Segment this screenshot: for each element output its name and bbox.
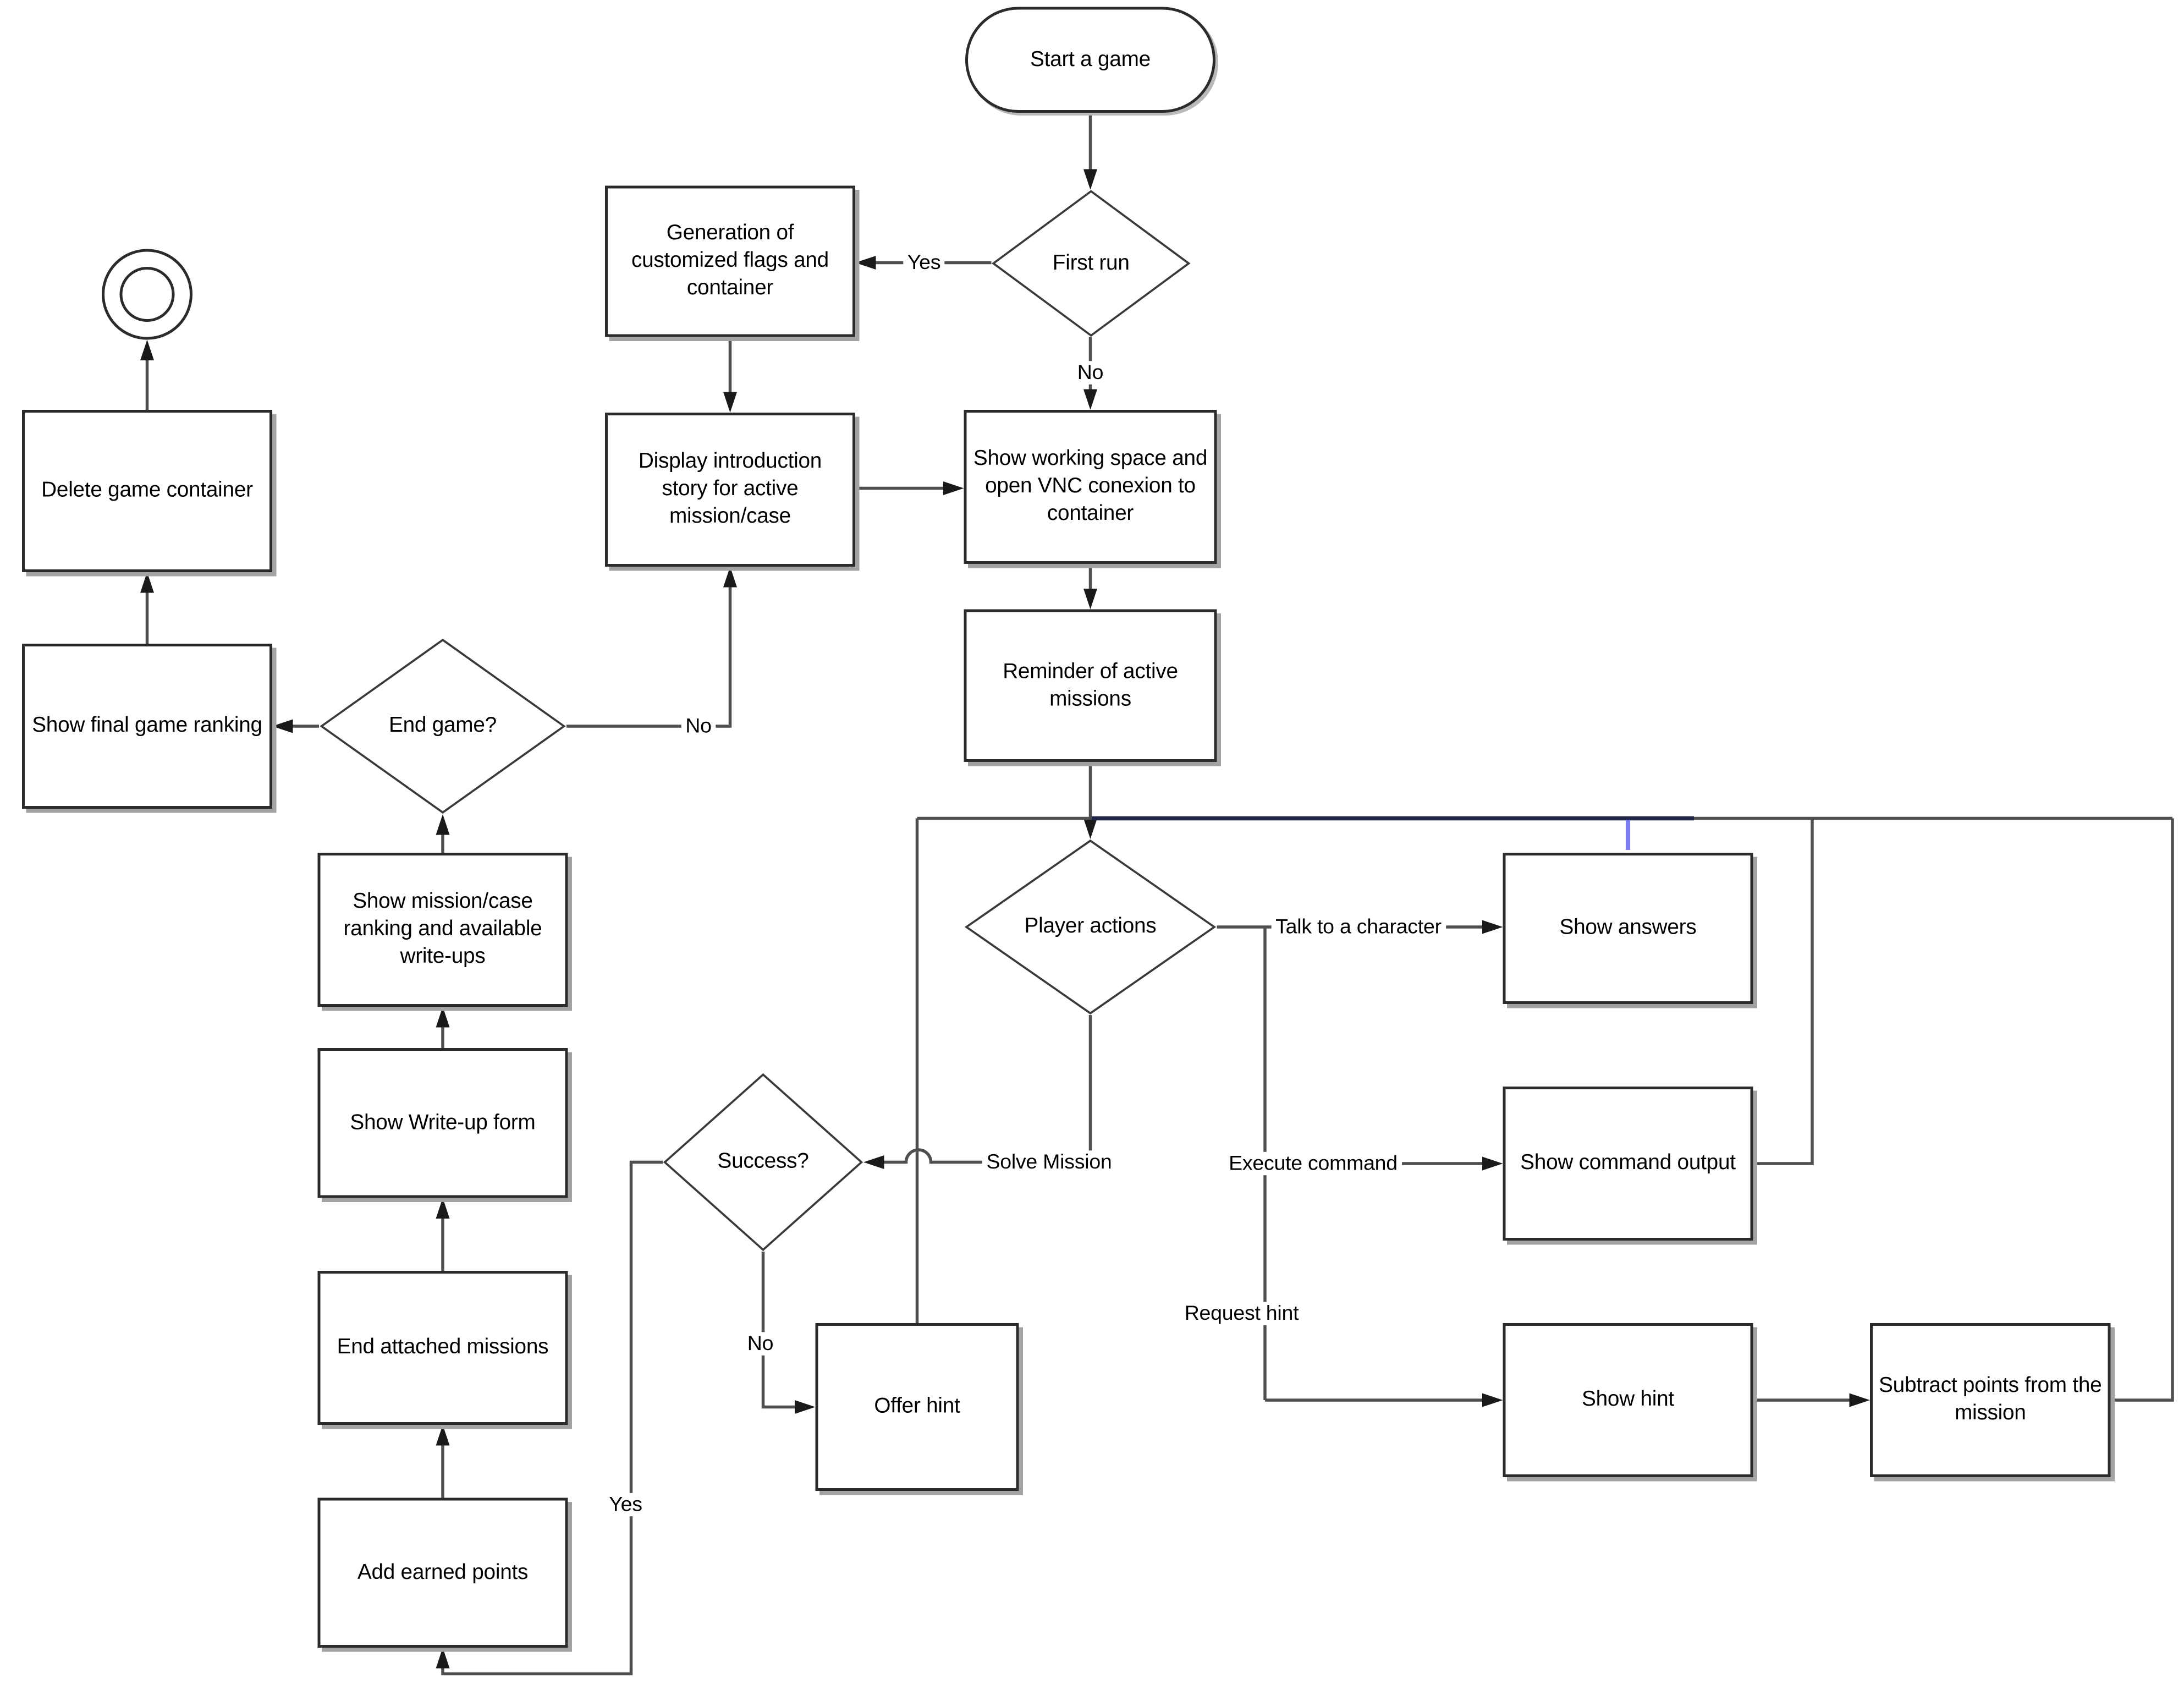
node-end-attached-missions-label: End attached missions [337,1335,549,1359]
edge-label-success-yes: Yes [604,1493,647,1517]
edge-end-game-no-to-display-intro [566,567,737,728]
edge-label-request-hint: Request hint [1180,1302,1303,1325]
edge-show-hint-to-subtract-points [1753,1393,1870,1407]
node-add-earned-points: Add earned points [317,1498,568,1648]
node-show-mission-ranking: Show mission/case ranking and available … [317,853,568,1007]
node-display-intro: Display introduction story for active mi… [605,413,855,567]
edge-start-to-first-run [1083,113,1097,190]
node-end-terminator [102,249,192,340]
node-delete-container-label: Delete game container [41,479,253,502]
edge-label-end-game-no: No [681,714,716,738]
node-start: Start a game [965,7,1215,113]
player-actions-diamond-shape [964,839,1217,1015]
node-show-writeup-form: Show Write-up form [317,1048,568,1198]
node-display-intro-label: Display introduction story for active mi… [638,450,822,528]
edge-display-intro-to-show-working [855,481,964,495]
node-success: Success? [663,1073,863,1252]
node-show-working-space: Show working space and open VNC conexion… [964,410,1217,564]
end-game-diamond-shape [319,638,566,814]
node-show-answers: Show answers [1503,853,1753,1004]
edge-loop-return-to-player-actions [915,816,2174,1402]
first-run-diamond-shape [992,190,1191,337]
edge-writeup-form-to-mission-ranking [436,1007,450,1048]
node-generation-flags: Generation of customized flags and conta… [605,185,855,337]
end-terminator-inner-circle [119,267,175,322]
edge-delete-container-to-end [140,339,154,410]
node-offer-hint-label: Offer hint [874,1395,960,1418]
node-first-run-label: First run [1052,251,1130,275]
success-diamond-shape [663,1073,863,1252]
node-first-run: First run [992,190,1191,337]
node-reminder-missions: Reminder of active missions [964,609,1217,762]
edge-label-first-run-no: No [1073,361,1108,385]
node-offer-hint: Offer hint [815,1323,1019,1491]
node-show-hint: Show hint [1503,1323,1753,1477]
edge-show-working-to-reminder [1083,564,1097,610]
node-show-answers-label: Show answers [1559,916,1697,940]
edge-show-final-to-delete-container [140,572,154,644]
node-end-attached-missions: End attached missions [317,1271,568,1425]
edge-label-talk-to-character: Talk to a character [1271,915,1446,939]
edge-label-first-run-yes: Yes [903,251,945,275]
node-show-final-ranking-label: Show final game ranking [32,714,262,738]
edge-success-no-to-offer-hint [761,1252,816,1414]
node-end-game-label: End game? [388,714,497,738]
node-show-writeup-form-label: Show Write-up form [350,1110,536,1134]
node-show-hint-label: Show hint [1582,1387,1674,1412]
node-delete-container: Delete game container [22,410,272,572]
edge-label-solve-mission: Solve Mission [982,1150,1116,1174]
edge-label-success-no: No [743,1332,778,1356]
node-player-actions-label: Player actions [1024,914,1157,939]
node-show-mission-ranking-label: Show mission/case ranking and available … [343,890,542,968]
edge-end-attached-to-writeup-form [436,1198,450,1271]
edge-add-earned-to-end-attached [436,1425,450,1498]
edge-generation-to-display-intro [723,337,737,413]
edge-label-execute-command: Execute command [1224,1151,1402,1176]
edge-reminder-to-player-actions [1083,762,1097,839]
node-subtract-points: Subtract points from the mission [1870,1323,2111,1477]
node-add-earned-points-label: Add earned points [357,1560,529,1584]
edge-success-yes-to-add-earned-points [436,1160,663,1676]
edge-end-game-to-show-final-ranking [272,719,319,733]
node-reminder-missions-label: Reminder of active missions [1003,660,1178,711]
edge-player-solve-mission-to-success [863,1015,1092,1169]
node-show-final-ranking: Show final game ranking [22,644,272,809]
node-end-game: End game? [319,638,566,814]
node-player-actions: Player actions [964,839,1217,1015]
node-success-label: Success? [717,1150,809,1173]
node-show-command-output-label: Show command output [1520,1151,1736,1175]
node-start-label: Start a game [1030,47,1151,71]
edge-mission-ranking-to-end-game [436,814,450,853]
node-subtract-points-label: Subtract points from the mission [1879,1374,2102,1425]
node-show-working-space-label: Show working space and open VNC conexion… [973,447,1208,525]
node-show-command-output: Show command output [1503,1087,1753,1241]
node-generation-flags-label: Generation of customized flags and conta… [631,222,829,300]
